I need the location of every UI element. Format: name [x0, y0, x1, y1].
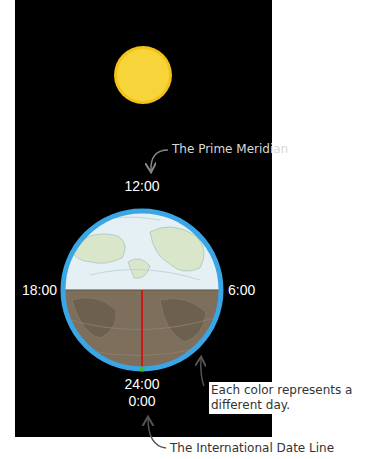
time-label: 6:00: [228, 282, 255, 298]
callout-label: The International Date Line: [170, 441, 334, 456]
globe: [60, 210, 230, 375]
time-label: 18:00: [22, 282, 57, 298]
leader-line: [201, 358, 204, 386]
black-panel: [15, 0, 272, 437]
time-label: 24:00: [124, 376, 159, 392]
sun-core: [117, 49, 169, 101]
date-line-dot: [140, 367, 145, 372]
globe-ring: [63, 211, 221, 369]
time-label: 0:00: [128, 393, 155, 409]
sun: [114, 46, 172, 104]
time-label: 12:00: [124, 178, 159, 194]
callout-label: Each color represents a different day.: [209, 382, 379, 414]
leader-line: [148, 418, 166, 448]
callout-label: The Prime Meridian: [172, 142, 288, 157]
leader-line: [151, 150, 168, 171]
